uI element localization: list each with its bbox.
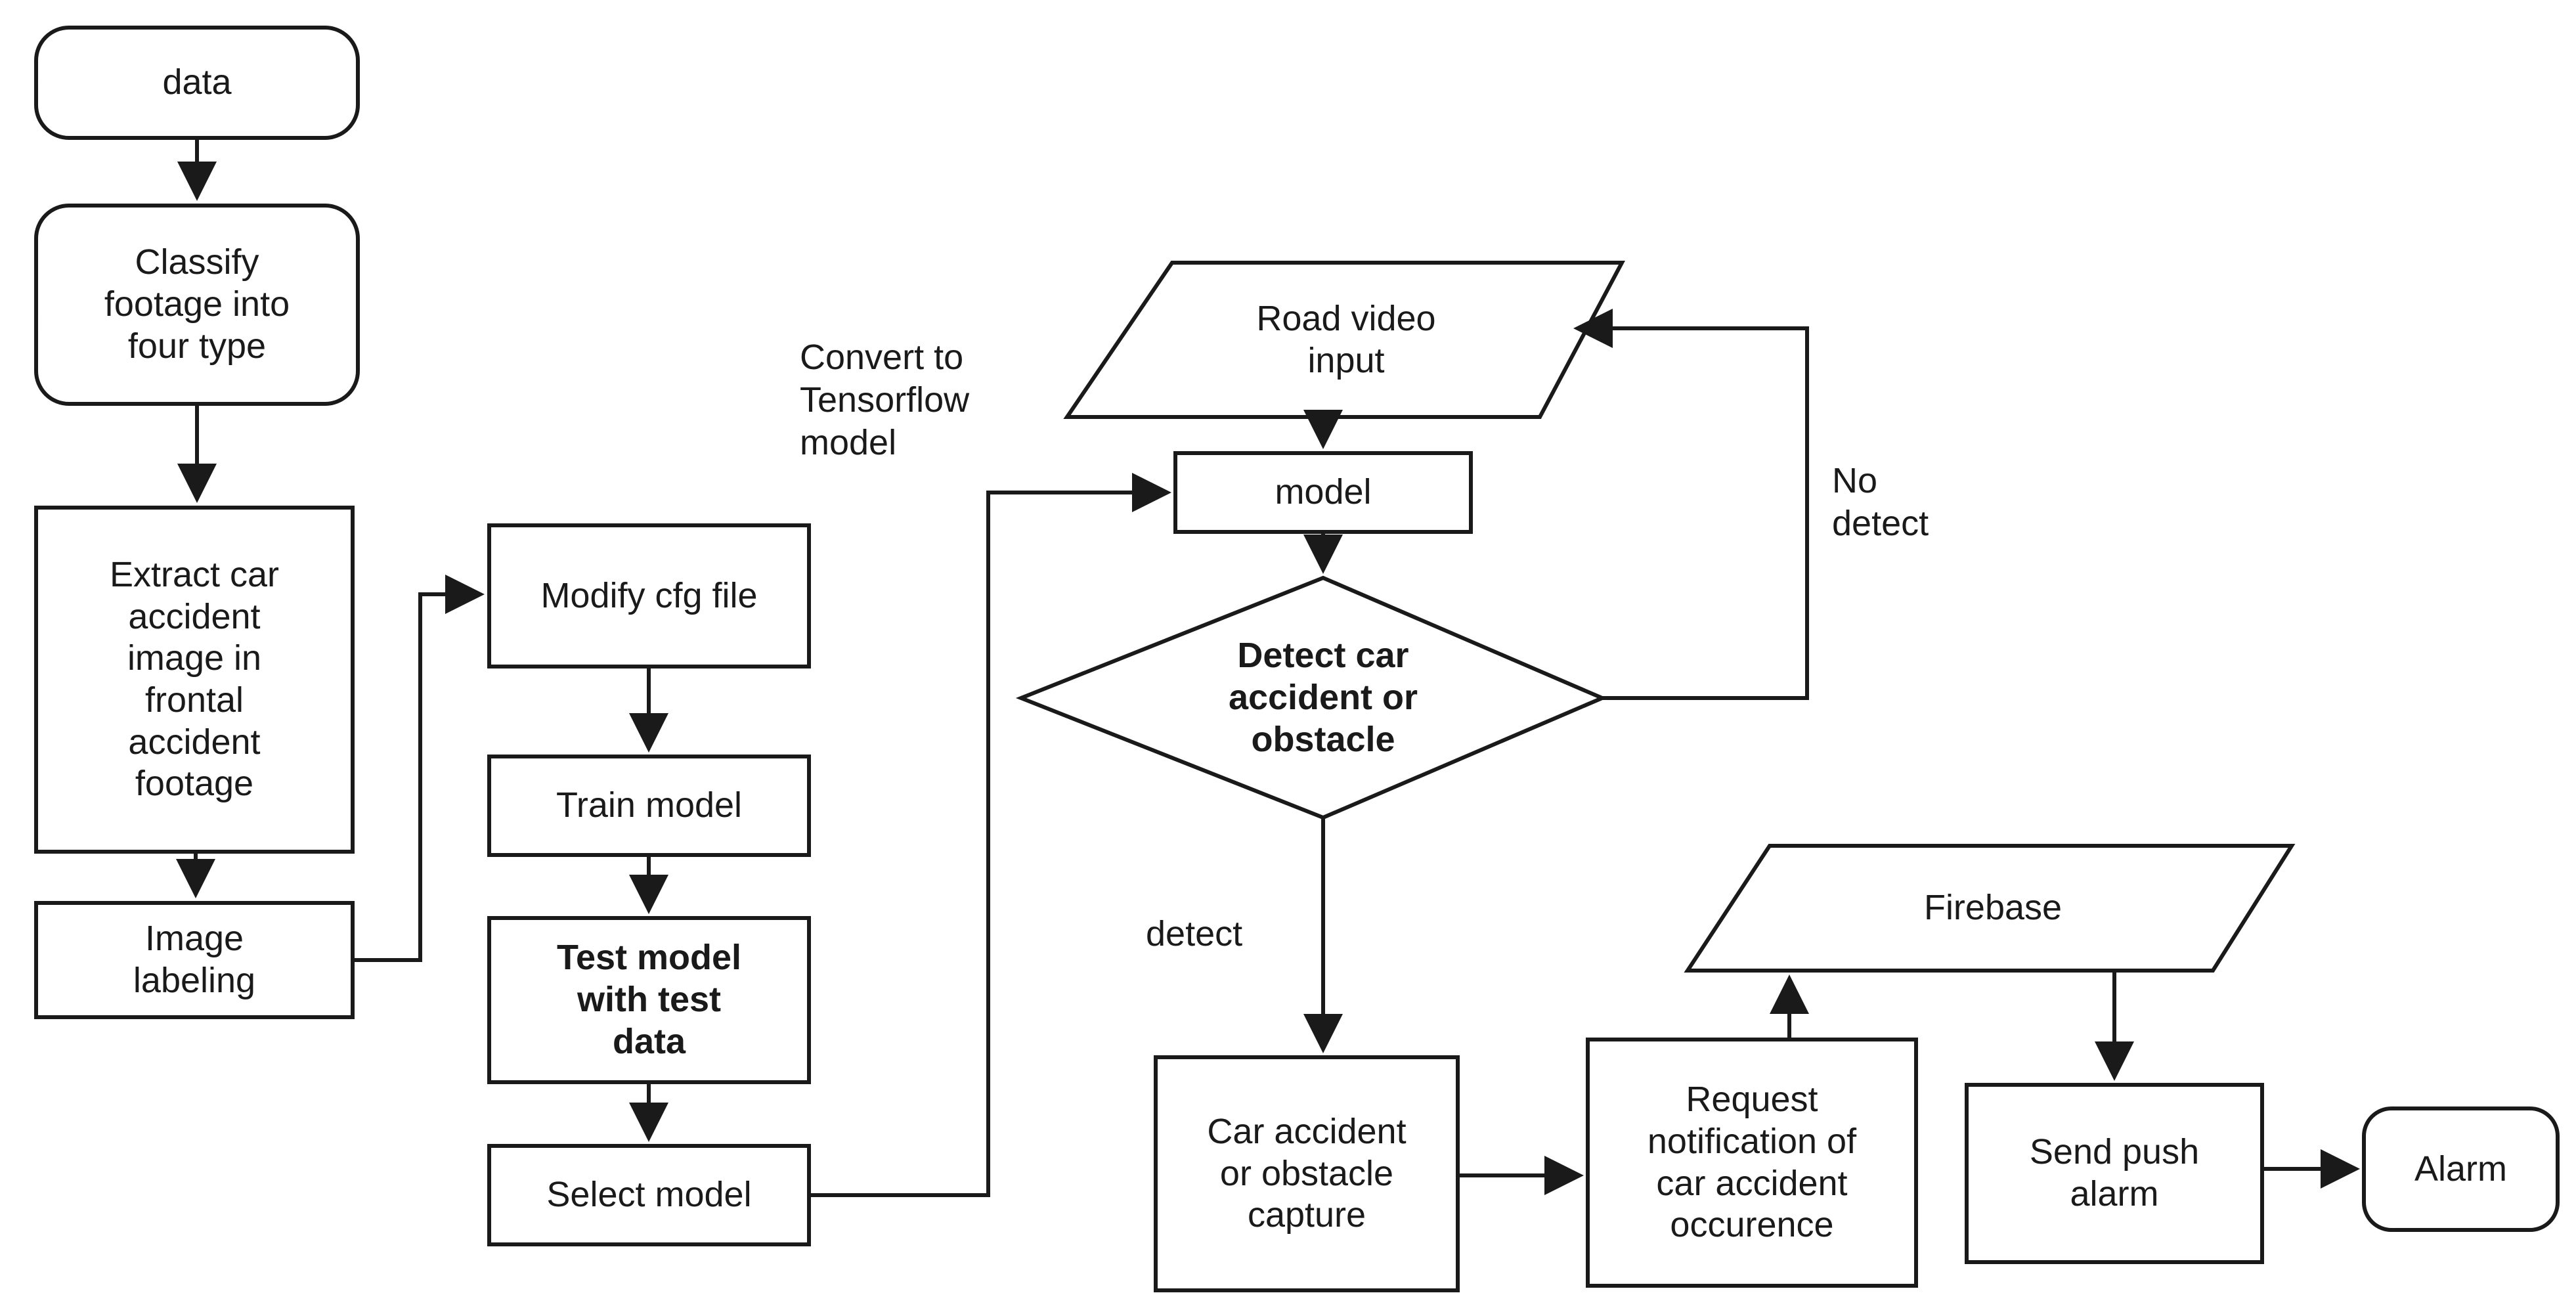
edge-label-detect: detect	[1146, 914, 1243, 953]
node-firebase-shape[interactable]	[1684, 844, 2296, 973]
node-test-model-shape[interactable]	[487, 916, 811, 1084]
node-capture-shape[interactable]	[1154, 1055, 1460, 1292]
node-request-notification-shape[interactable]	[1586, 1038, 1918, 1288]
node-select-model-shape[interactable]	[487, 1144, 811, 1246]
node-road-video-input-shape[interactable]	[1063, 261, 1625, 419]
edge-label-convert-to-tensorflow: Convert to Tensorflow model	[800, 338, 970, 462]
edge-image-labeling-to-modify-cfg	[353, 575, 485, 962]
node-alarm-shape[interactable]	[2362, 1106, 2560, 1232]
edge-detect-decision-to-road-video-input	[1573, 309, 1809, 700]
node-send-push-alarm-shape[interactable]	[1965, 1083, 2264, 1264]
edge-select-model-to-model	[809, 473, 1171, 1197]
node-extract-shape[interactable]	[34, 506, 355, 854]
node-modify-cfg-shape[interactable]	[487, 523, 811, 668]
edge-label-no-detect: No detect	[1832, 461, 1929, 543]
node-data-shape[interactable]	[34, 26, 360, 140]
node-train-model-shape[interactable]	[487, 755, 811, 857]
node-detect-decision-shape[interactable]	[1015, 575, 1607, 820]
node-image-labeling-shape[interactable]	[34, 901, 355, 1019]
node-classify-shape[interactable]	[34, 204, 360, 406]
node-model-box[interactable]	[1173, 451, 1473, 534]
